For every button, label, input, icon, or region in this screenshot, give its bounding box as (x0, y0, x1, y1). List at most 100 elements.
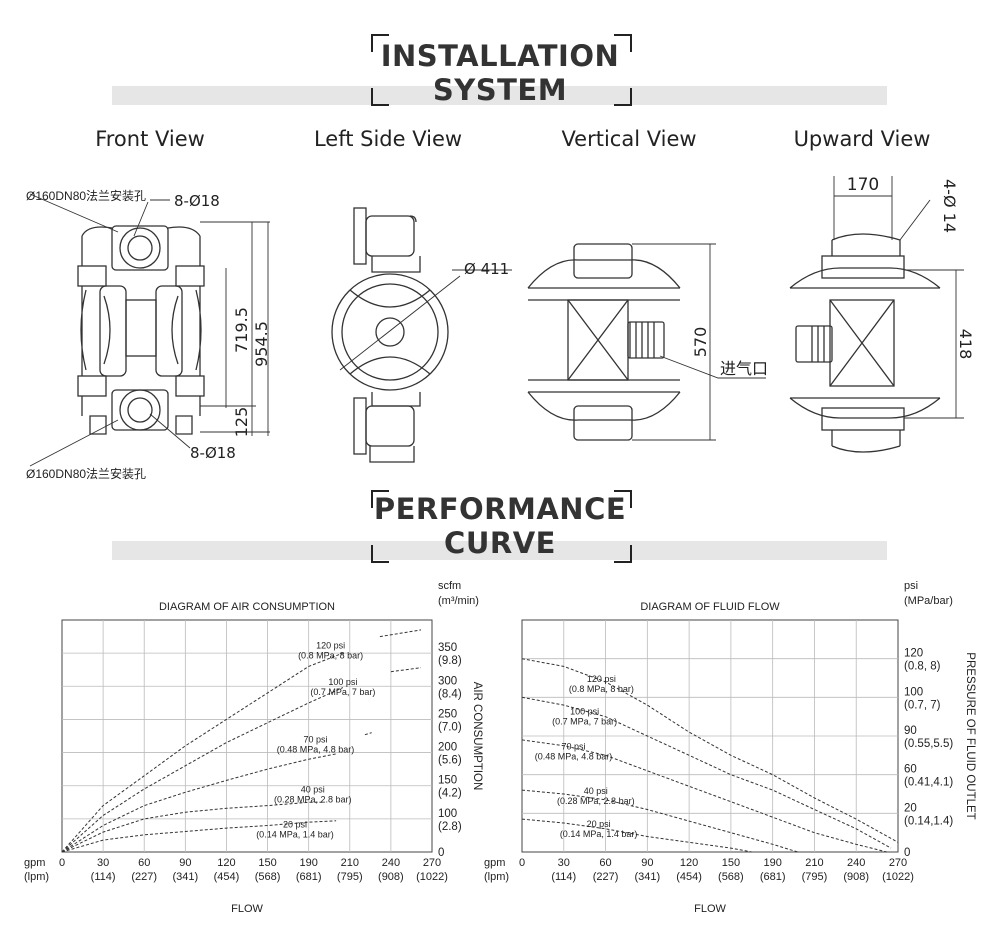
bracket-tr (614, 34, 632, 52)
y-tick-sublabel: (0.41,4.1) (904, 777, 953, 789)
x-tick-sublabel: (1022) (416, 871, 448, 883)
x-tick-label: 150 (722, 857, 740, 869)
upward-holes-label: 4-Ø 14 (940, 179, 959, 233)
y-tick-sublabel: (2.8) (438, 821, 462, 833)
series-label: 100 psi (328, 677, 357, 687)
x-tick-sublabel: (114) (551, 871, 576, 883)
x-tick-sublabel: (341) (634, 871, 660, 883)
x-tick-label: 270 (889, 857, 907, 869)
chart-title: DIAGRAM OF AIR CONSUMPTION (159, 601, 335, 613)
x-tick-sublabel: (227) (131, 871, 157, 883)
performance-title-line1: PERFORMANCE (373, 492, 627, 526)
x-tick-sublabel: (1022) (882, 871, 914, 883)
series-sublabel: (0.8 MPa, 8 bar) (298, 651, 363, 661)
series-line (61, 652, 344, 853)
y-unit-label: psi (904, 580, 918, 592)
upward-width-label: 170 (847, 175, 879, 195)
series-label: 70 psi (562, 742, 586, 752)
installation-title-line1: INSTALLATION (380, 39, 620, 73)
chart-title: DIAGRAM OF FLUID FLOW (640, 601, 780, 613)
x-unit-sublabel: (lpm) (24, 871, 49, 883)
series-sublabel: (0.14 MPa, 1.4 bar) (560, 829, 638, 839)
flange-bottom-label: Ø160DN80法兰安装孔 (26, 466, 146, 480)
x-tick-sublabel: (681) (760, 871, 786, 883)
perf-bracket-tl (371, 490, 389, 508)
vertical-view-label: Vertical View (561, 127, 697, 151)
front-view-label: Front View (95, 127, 205, 151)
series-line-extension (379, 629, 422, 638)
x-tick-label: 120 (680, 857, 698, 869)
y-tick-label: 120 (904, 648, 923, 660)
perf-bracket-tr (614, 490, 632, 508)
holes-bottom-label: 8-Ø18 (190, 444, 236, 462)
bracket-bl (371, 88, 389, 106)
x-tick-label: 90 (179, 857, 191, 869)
y-tick-label: 90 (904, 725, 917, 737)
upward-view-label: Upward View (793, 127, 931, 151)
y-tick-label: 200 (438, 742, 457, 754)
x-tick-sublabel: (114) (91, 871, 116, 883)
x-tick-label: 190 (299, 857, 317, 869)
performance-title-line2: CURVE (444, 526, 556, 560)
x-tick-sublabel: (795) (802, 871, 828, 883)
series-line (521, 818, 752, 853)
x-tick-sublabel: (908) (843, 871, 869, 883)
x-tick-label: 190 (763, 857, 781, 869)
header-band (112, 86, 887, 105)
series-line-extension (390, 667, 422, 673)
series-label: 70 psi (304, 735, 328, 745)
holes-top-label: 8-Ø18 (174, 192, 220, 210)
y-tick-sublabel: (0.7, 7) (904, 699, 941, 711)
upward-dim-label: 418 (956, 329, 975, 360)
x-tick-label: 150 (258, 857, 276, 869)
x-unit-sublabel: (lpm) (484, 871, 509, 883)
vertical-view-drawing (527, 243, 766, 441)
air-inlet-label: 进气口 (720, 360, 768, 378)
x-tick-label: 60 (138, 857, 150, 869)
series-sublabel: (0.48 MPa, 4.8 bar) (277, 745, 355, 755)
y-tick-label: 300 (438, 675, 457, 687)
x-tick-label: 0 (519, 857, 525, 869)
x-tick-sublabel: (908) (378, 871, 404, 883)
dim-height-label: 954.5 (252, 321, 271, 367)
series-sublabel: (0.7 MPa, 7 bar) (310, 687, 375, 697)
dim-base-label: 125 (232, 407, 251, 438)
dim-mid-label: 719.5 (232, 307, 251, 353)
left-view-label: Left Side View (313, 127, 463, 151)
y-tick-label: 60 (904, 764, 917, 776)
left-view-drawing (331, 207, 512, 463)
y-tick-label: 0 (904, 847, 910, 859)
installation-drawings: Ø160DN80法兰安装孔 8-Ø18 Ø160DN80法兰安装孔 8-Ø18 … (26, 175, 975, 480)
x-tick-label: 270 (423, 857, 441, 869)
series-label: 40 psi (584, 786, 608, 796)
series-sublabel: (0.28 MPa, 2.8 bar) (557, 796, 635, 806)
series-line (521, 696, 892, 849)
y-tick-label: 0 (438, 847, 444, 859)
x-tick-label: 210 (805, 857, 823, 869)
diameter-label: Ø 411 (464, 260, 509, 278)
y-tick-sublabel: (8.4) (438, 688, 462, 700)
y-unit-sublabel: (MPa/bar) (904, 595, 953, 607)
series-line-extension (364, 732, 372, 736)
perf-bracket-br (614, 545, 632, 563)
plot-frame (61, 619, 433, 853)
y-tick-sublabel: (9.8) (438, 655, 462, 667)
y-tick-label: 20 (904, 802, 917, 814)
x-tick-label: 240 (382, 857, 400, 869)
upward-view-drawing (789, 176, 964, 453)
series-label: 120 psi (316, 641, 345, 651)
x-tick-sublabel: (341) (172, 871, 198, 883)
series-label: 100 psi (570, 707, 599, 717)
y-tick-sublabel: (0.55,5.5) (904, 738, 953, 750)
y-tick-sublabel: (7.0) (438, 721, 462, 733)
x-tick-label: 0 (59, 857, 65, 869)
series-line (61, 753, 337, 853)
y-tick-sublabel: (5.6) (438, 755, 462, 767)
x-tick-label: 90 (641, 857, 653, 869)
series-label: 120 psi (587, 674, 616, 684)
y-unit-label: scfm (438, 580, 461, 592)
series-sublabel: (0.8 MPa, 8 bar) (569, 684, 634, 694)
x-tick-sublabel: (227) (593, 871, 619, 883)
